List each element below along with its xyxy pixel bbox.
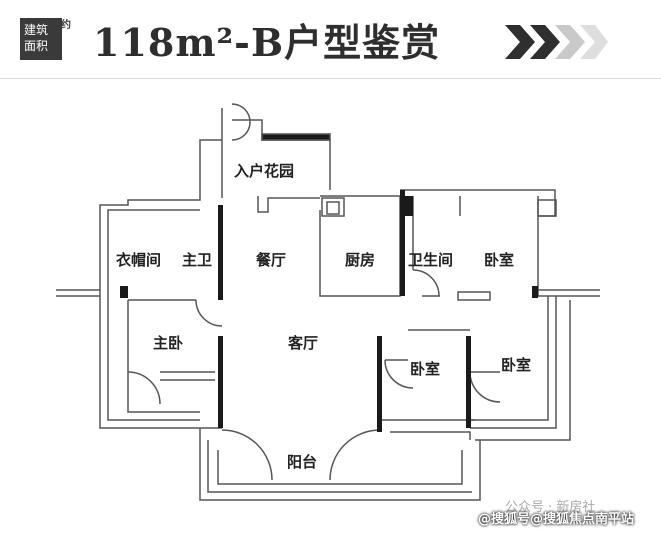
label-entry-garden: 入户花园: [234, 162, 294, 180]
label-closet: 衣帽间: [116, 251, 161, 269]
label-dining: 餐厅: [256, 251, 286, 269]
chevron-2-icon: [530, 25, 560, 59]
header-divider: [0, 78, 661, 79]
page-title: 118m²-B户型鉴赏: [93, 20, 441, 65]
chevron-3-icon: [555, 25, 585, 59]
label-living: 客厅: [287, 334, 318, 352]
label-master-bath: 主卫: [182, 251, 212, 269]
plan-outlines: [56, 103, 600, 501]
badge-line2: 面积: [24, 39, 49, 53]
chevron-arrows-icon: [505, 25, 608, 59]
label-master-bedroom: 主卧: [153, 334, 183, 352]
sohu-watermark: @搜狐号@搜狐焦点南平站: [478, 512, 635, 527]
label-bathroom: 卫生间: [408, 251, 453, 269]
label-bedroom-se: 卧室: [501, 356, 531, 374]
label-bedroom-ne: 卧室: [484, 251, 514, 269]
solid-walls: [120, 190, 557, 432]
badge-line1: 建筑: [24, 23, 49, 37]
wechat-watermark: 公众号 · 新房社: [505, 500, 596, 515]
header: 建筑 面积 约 118m²-B户型鉴赏: [0, 0, 661, 78]
area-badge: 建筑 面积: [20, 18, 62, 60]
label-balcony: 阳台: [287, 453, 317, 471]
label-bedroom-mid: 卧室: [410, 360, 440, 378]
badge-superscript: 约: [61, 20, 71, 31]
label-kitchen: 厨房: [345, 251, 375, 269]
floor-plan: 入户花园 衣帽间 主卫 餐厅 厨房 卫生间 卧室 主卧 客厅 卧室 卧室 阳台: [56, 103, 600, 501]
chevron-4-icon: [580, 25, 608, 59]
chevron-1-icon: [505, 25, 535, 59]
